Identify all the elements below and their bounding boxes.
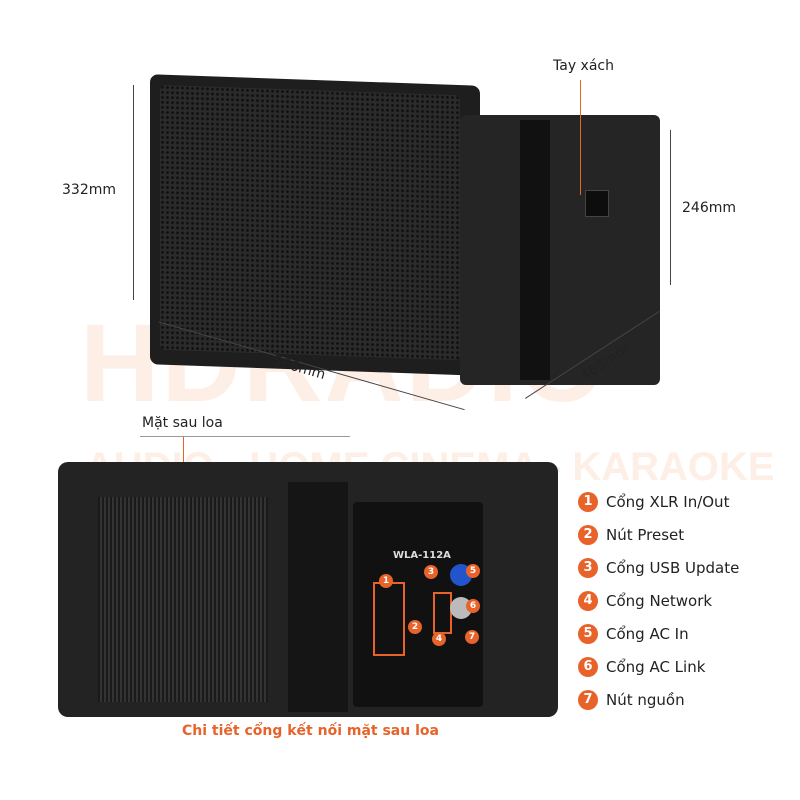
legend-number: 7	[578, 689, 598, 710]
xlr-ports	[373, 582, 405, 656]
callout-6: 6	[466, 599, 480, 613]
legend-text: Nút nguồn	[606, 690, 685, 709]
legend: 1 Cổng XLR In/Out 2 Nút Preset 3 Cổng USB U…	[578, 485, 739, 716]
divider	[140, 436, 350, 437]
callout-2: 2	[408, 620, 422, 634]
callout-5: 5	[466, 564, 480, 578]
network-ports	[433, 592, 452, 634]
legend-number: 5	[578, 623, 598, 644]
heatsink	[98, 497, 268, 702]
legend-text: Cổng XLR In/Out	[606, 492, 730, 511]
pointer-line	[580, 80, 581, 195]
callout-3: 3	[424, 565, 438, 579]
legend-number: 1	[578, 491, 598, 512]
legend-item: 3 Cổng USB Update	[578, 551, 739, 584]
speaker-front-view	[150, 74, 660, 385]
legend-text: Cổng AC In	[606, 624, 689, 643]
dimension-line	[670, 130, 671, 285]
handle	[585, 190, 609, 217]
legend-number: 6	[578, 656, 598, 677]
legend-item: 6 Cổng AC Link	[578, 650, 739, 683]
legend-item: 5 Cổng AC In	[578, 617, 739, 650]
legend-item: 7 Nút nguồn	[578, 683, 739, 716]
model-label: WLA-112A	[393, 550, 451, 561]
dimension-line	[133, 85, 134, 300]
handle-label: Tay xách	[553, 58, 614, 74]
legend-item: 4 Cổng Network	[578, 584, 739, 617]
legend-number: 2	[578, 524, 598, 545]
speaker-rear-view: WLA-112A 1 2 3 4 5 6 7	[58, 462, 558, 717]
rear-panel: WLA-112A 1 2 3 4 5 6 7	[353, 502, 483, 707]
callout-7: 7	[465, 630, 479, 644]
legend-item: 1 Cổng XLR In/Out	[578, 485, 739, 518]
legend-text: Cổng Network	[606, 591, 713, 610]
dim-height-front: 332mm	[62, 182, 116, 198]
rear-label: Mặt sau loa	[142, 415, 223, 431]
dim-height-side: 246mm	[682, 200, 736, 216]
legend-number: 3	[578, 557, 598, 578]
legend-text: Cổng USB Update	[606, 558, 740, 577]
callout-4: 4	[432, 632, 446, 646]
legend-item: 2 Nút Preset	[578, 518, 739, 551]
legend-text: Nút Preset	[606, 525, 685, 544]
callout-1: 1	[379, 574, 393, 588]
legend-text: Cổng AC Link	[606, 657, 706, 676]
legend-number: 4	[578, 590, 598, 611]
caption: Chi tiết cổng kết nối mặt sau loa	[182, 723, 439, 739]
